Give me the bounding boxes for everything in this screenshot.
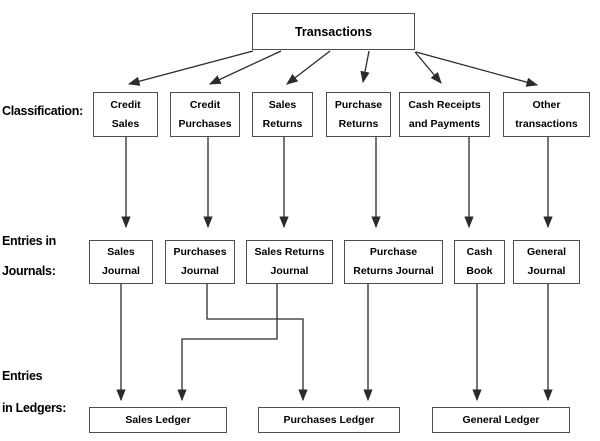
arrow-transactions-to-purchase-returns — [360, 50, 370, 84]
box-purchase-returns-journal-line1: Purchase — [369, 246, 418, 258]
label-entries-in-ledgers-line1: Entries — [2, 369, 43, 383]
box-purchases-journal-line1: Purchases — [173, 246, 227, 258]
box-general-ledger: General Ledger — [432, 407, 570, 433]
box-general-journal: General Journal — [513, 240, 580, 284]
box-cash-book: Cash Book — [454, 240, 505, 284]
box-purchases-journal: Purchases Journal — [165, 240, 235, 284]
box-sales-ledger: Sales Ledger — [89, 407, 227, 433]
arrow-sales-returns-journal-to-sales-ledger — [177, 284, 278, 402]
box-cash-receipts-line2: and Payments — [408, 117, 481, 130]
box-sales-journal: Sales Journal — [89, 240, 153, 284]
box-credit-sales-line2: Sales — [111, 117, 140, 130]
box-other-transactions-line2: transactions — [515, 117, 578, 130]
box-purchase-returns-line1: Purchase — [334, 98, 383, 111]
arrow-purchases-journal-to-purchases-ledger — [206, 284, 308, 402]
box-cash-receipts-and-payments: Cash Receipts and Payments — [399, 92, 490, 137]
box-credit-sales: Credit Sales — [93, 92, 158, 137]
box-sales-journal-line1: Sales — [107, 246, 135, 258]
box-purchases-ledger: Purchases Ledger — [258, 407, 400, 433]
box-sales-returns-journal-line2: Journal — [270, 265, 309, 277]
box-general-ledger-label: General Ledger — [462, 414, 540, 426]
arrow-transactions-to-sales-returns — [286, 50, 331, 85]
box-credit-purchases-line1: Credit — [189, 98, 221, 111]
box-sales-returns-journal: Sales Returns Journal — [246, 240, 333, 284]
arrow-transactions-to-credit-purchases — [208, 50, 282, 85]
box-other-transactions: Other transactions — [503, 92, 590, 137]
box-purchase-returns: Purchase Returns — [326, 92, 391, 137]
box-sales-returns-journal-line1: Sales Returns — [254, 246, 325, 258]
arrow-transactions-to-other-transactions — [415, 51, 539, 87]
box-cash-book-line2: Book — [466, 265, 493, 277]
box-general-journal-line2: Journal — [527, 265, 566, 277]
box-other-transactions-line1: Other — [532, 98, 561, 111]
box-transactions: Transactions — [252, 13, 415, 50]
box-purchase-returns-line2: Returns — [338, 117, 379, 130]
box-sales-returns-line1: Sales — [268, 98, 297, 111]
box-purchase-returns-journal-line2: Returns Journal — [353, 265, 434, 277]
arrow-transactions-to-cash-receipts — [414, 51, 442, 84]
label-entries-in-journals-line1: Entries in — [2, 234, 56, 248]
box-sales-returns-line2: Returns — [262, 117, 303, 130]
label-entries-in-journals-line2: Journals: — [2, 264, 56, 278]
box-credit-purchases: Credit Purchases — [170, 92, 240, 137]
box-credit-sales-line1: Credit — [110, 98, 141, 111]
box-purchases-journal-line2: Journal — [181, 265, 219, 277]
box-purchases-ledger-label: Purchases Ledger — [283, 414, 375, 426]
label-entries-in-ledgers-line2: in Ledgers: — [2, 401, 67, 415]
box-cash-book-line1: Cash — [466, 246, 493, 258]
box-sales-returns: Sales Returns — [252, 92, 313, 137]
box-purchase-returns-journal: Purchase Returns Journal — [344, 240, 443, 284]
box-cash-receipts-line1: Cash Receipts — [408, 98, 481, 111]
box-credit-purchases-line2: Purchases — [178, 117, 232, 130]
arrow-transactions-to-credit-sales — [127, 50, 254, 86]
box-sales-ledger-label: Sales Ledger — [125, 414, 191, 426]
box-transactions-label: Transactions — [294, 24, 373, 39]
box-general-journal-line1: General — [526, 246, 567, 258]
label-classification: Classification: — [2, 104, 83, 118]
box-sales-journal-line2: Journal — [102, 265, 140, 277]
